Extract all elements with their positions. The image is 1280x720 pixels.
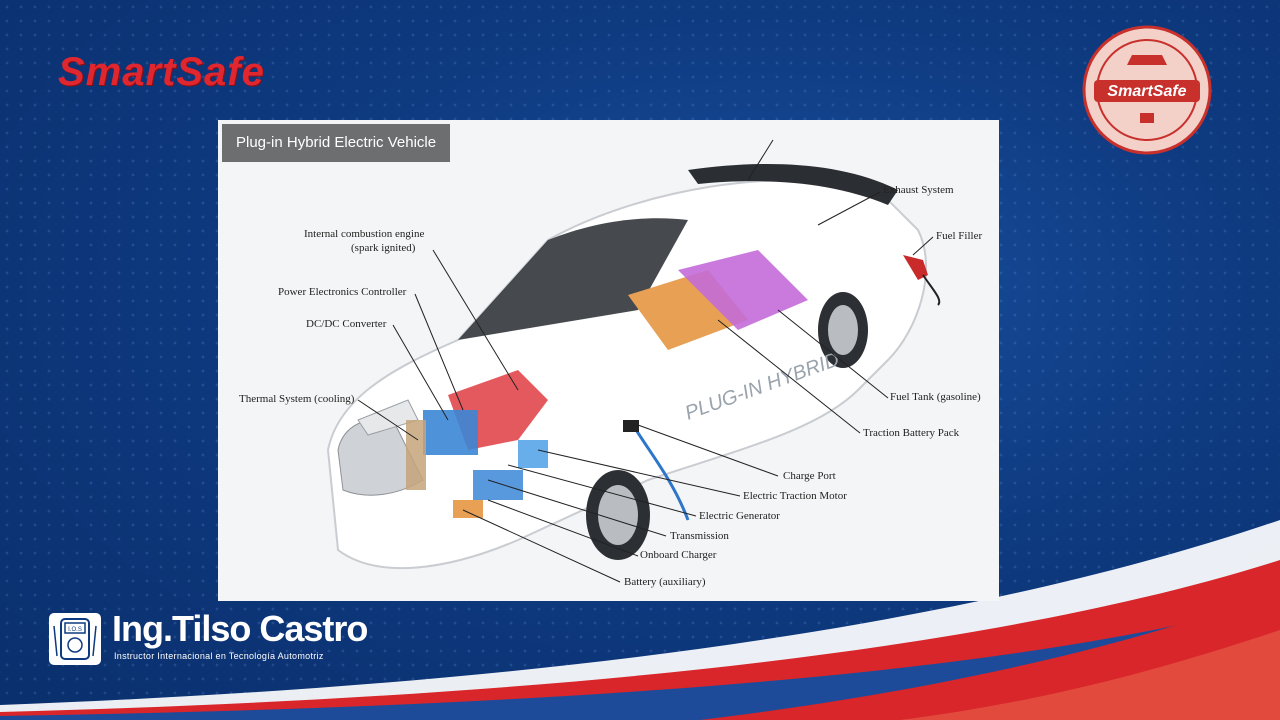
callout-onboard-charger: Onboard Charger bbox=[640, 549, 717, 561]
smartsafe-seal-icon: SmartSafe bbox=[1082, 25, 1212, 155]
callout-ice-sub: (spark ignited) bbox=[351, 242, 416, 254]
callout-charge-port: Charge Port bbox=[783, 470, 836, 482]
callout-traction-battery: Traction Battery Pack bbox=[863, 427, 960, 439]
callout-exhaust: Exhaust System bbox=[883, 184, 954, 196]
callout-pec: Power Electronics Controller bbox=[278, 286, 407, 298]
callout-etm: Electric Traction Motor bbox=[743, 490, 847, 502]
phev-diagram: PLUG-IN HYBRID Plug-in Hybrid Electric V… bbox=[218, 120, 999, 601]
car-illustration: PLUG-IN HYBRID bbox=[326, 139, 941, 583]
callout-thermal: Thermal System (cooling) bbox=[239, 393, 355, 405]
badge-text: I.O.S bbox=[68, 627, 82, 633]
callout-fuel-tank: Fuel Tank (gasoline) bbox=[890, 391, 981, 403]
callout-transmission: Transmission bbox=[670, 530, 729, 542]
seal-text: SmartSafe bbox=[1107, 83, 1186, 100]
presenter-name: Ing.Tilso Castro bbox=[112, 608, 368, 649]
callout-dcdc: DC/DC Converter bbox=[306, 318, 387, 330]
callout-ice: Internal combustion engine bbox=[304, 228, 425, 240]
callout-generator: Electric Generator bbox=[699, 510, 780, 522]
brand-logo: SmartSafe bbox=[58, 50, 265, 94]
callout-fuel-filler: Fuel Filler bbox=[936, 230, 983, 242]
diagram-title: Plug-in Hybrid Electric Vehicle bbox=[222, 124, 451, 162]
callout-aux-battery: Battery (auxiliary) bbox=[624, 576, 706, 588]
presenter-role: Instructor Internacional en Tecnología A… bbox=[114, 651, 324, 661]
multimeter-icon: I.O.S bbox=[49, 613, 101, 665]
